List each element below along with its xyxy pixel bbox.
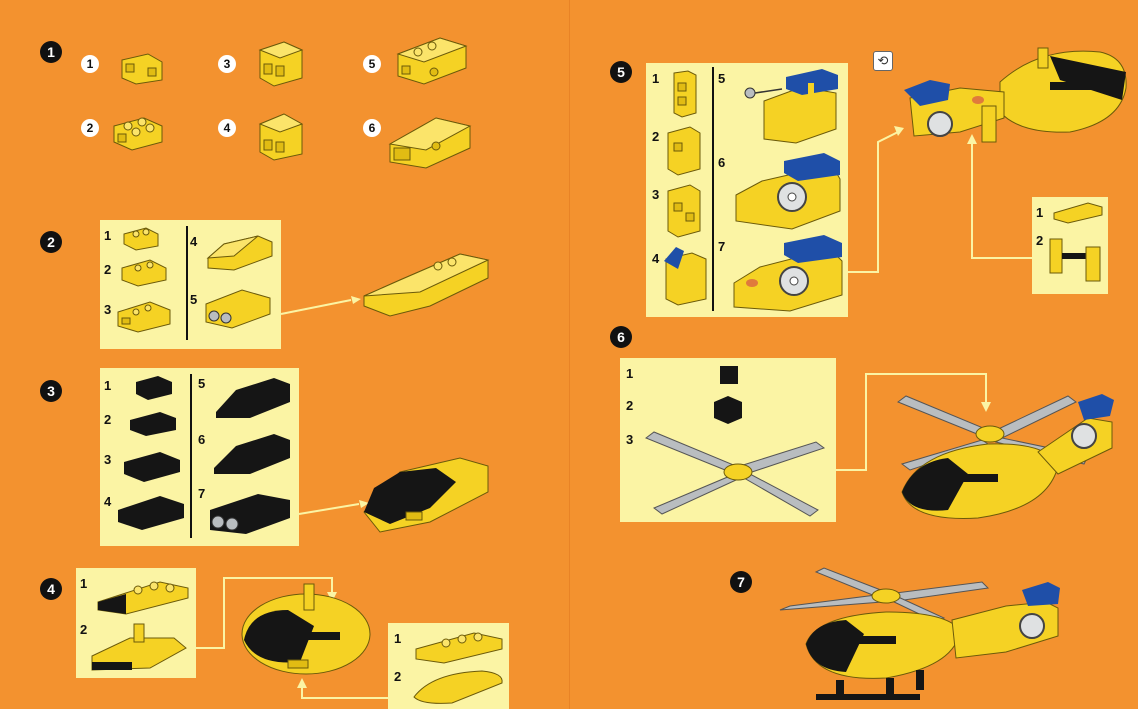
substep-6: 6 (363, 119, 381, 137)
substep-6: 6 (198, 432, 205, 447)
assembly-illustration (360, 240, 495, 320)
substep-1: 1 (1036, 205, 1043, 220)
step-1-marker: 1 (40, 41, 62, 63)
substep-1: 1 (80, 576, 87, 591)
brick-illustration (1052, 201, 1104, 225)
brick-illustration (208, 480, 296, 536)
brick-illustration (414, 625, 504, 665)
brick-illustration (412, 663, 506, 707)
panel-divider (190, 374, 192, 538)
substep-3: 3 (652, 187, 659, 202)
substep-3: 3 (626, 432, 633, 447)
substep-5: 5 (190, 292, 197, 307)
substep-1: 1 (104, 378, 111, 393)
step-4-callout-panel: 1 2 (388, 623, 509, 709)
substep-6: 6 (718, 155, 725, 170)
brick-illustration (122, 448, 184, 484)
substep-2: 2 (1036, 233, 1043, 248)
brick-illustration (254, 110, 312, 164)
arrow-connector (966, 132, 1036, 262)
left-page: 1 1 2 3 4 5 6 2 1 2 3 (0, 0, 569, 709)
substep-1: 1 (626, 366, 633, 381)
brick-illustration (662, 243, 710, 307)
arrow-connector (848, 124, 908, 284)
substep-5: 5 (198, 376, 205, 391)
substep-3: 3 (104, 302, 111, 317)
step-3-marker: 3 (40, 380, 62, 402)
brick-illustration (664, 125, 704, 177)
substep-7: 7 (198, 486, 205, 501)
panel-divider (186, 226, 188, 340)
substep-1: 1 (652, 71, 659, 86)
assembly-illustration (236, 582, 370, 686)
substep-1: 1 (394, 631, 401, 646)
brick-illustration (716, 362, 744, 388)
step-3-panel: 1 2 3 4 5 6 7 (100, 368, 299, 546)
brick-illustration (116, 492, 190, 532)
substep-2: 2 (626, 398, 633, 413)
substep-2: 2 (104, 412, 111, 427)
brick-illustration (254, 38, 312, 90)
assembly-illustration (360, 452, 495, 536)
substep-4: 4 (218, 119, 236, 137)
step-7-marker: 7 (730, 571, 752, 593)
brick-illustration (212, 426, 294, 478)
brick-illustration (110, 112, 168, 152)
substep-2: 2 (81, 119, 99, 137)
substep-7: 7 (718, 239, 725, 254)
brick-illustration (670, 69, 700, 119)
brick-illustration (1048, 231, 1106, 289)
substep-2: 2 (652, 129, 659, 144)
brick-illustration (96, 572, 192, 616)
substep-4: 4 (104, 494, 111, 509)
brick-illustration (128, 408, 182, 438)
arrow-connector (281, 290, 361, 320)
brick-illustration (214, 372, 294, 422)
brick-illustration (204, 226, 276, 276)
brick-illustration (730, 233, 846, 313)
brick-illustration (118, 48, 168, 86)
brick-illustration (392, 32, 472, 88)
step-4-panel: 1 2 (76, 568, 196, 678)
substep-1: 1 (81, 55, 99, 73)
brick-illustration (134, 372, 178, 402)
final-helicopter-illustration (776, 566, 1076, 709)
step-4-marker: 4 (40, 578, 62, 600)
arrow-connector (296, 676, 392, 702)
step-5-panel: 1 2 3 4 5 6 7 (646, 63, 848, 317)
right-page: 5 1 2 3 4 5 6 7 ⟲ 1 2 6 1 (569, 0, 1138, 709)
assembly-illustration (888, 382, 1118, 524)
brick-illustration (118, 256, 172, 288)
step-5-callout-panel: 1 2 (1032, 197, 1108, 294)
step-6-panel: 1 2 3 (620, 358, 836, 522)
substep-2: 2 (80, 622, 87, 637)
step-2-marker: 2 (40, 231, 62, 253)
rotor-illustration (640, 422, 830, 518)
substep-3: 3 (104, 452, 111, 467)
substep-4: 4 (652, 251, 659, 266)
panel-divider (712, 67, 714, 311)
brick-illustration (664, 183, 704, 239)
substep-4: 4 (190, 234, 197, 249)
substep-1: 1 (104, 228, 111, 243)
step-2-panel: 1 2 3 4 5 (100, 220, 281, 349)
substep-3: 3 (218, 55, 236, 73)
brick-illustration (114, 296, 176, 336)
arrow-connector (299, 496, 369, 520)
brick-illustration (742, 67, 846, 145)
brick-illustration (386, 108, 476, 172)
substep-5: 5 (718, 71, 725, 86)
brick-illustration (90, 618, 190, 674)
rotate-model-icon: ⟲ (873, 51, 893, 71)
brick-illustration (122, 224, 162, 252)
substep-2: 2 (394, 669, 401, 684)
substep-2: 2 (104, 262, 111, 277)
brick-illustration (732, 151, 844, 231)
substep-5: 5 (363, 55, 381, 73)
step-6-marker: 6 (610, 326, 632, 348)
step-5-marker: 5 (610, 61, 632, 83)
brick-illustration (202, 282, 276, 334)
